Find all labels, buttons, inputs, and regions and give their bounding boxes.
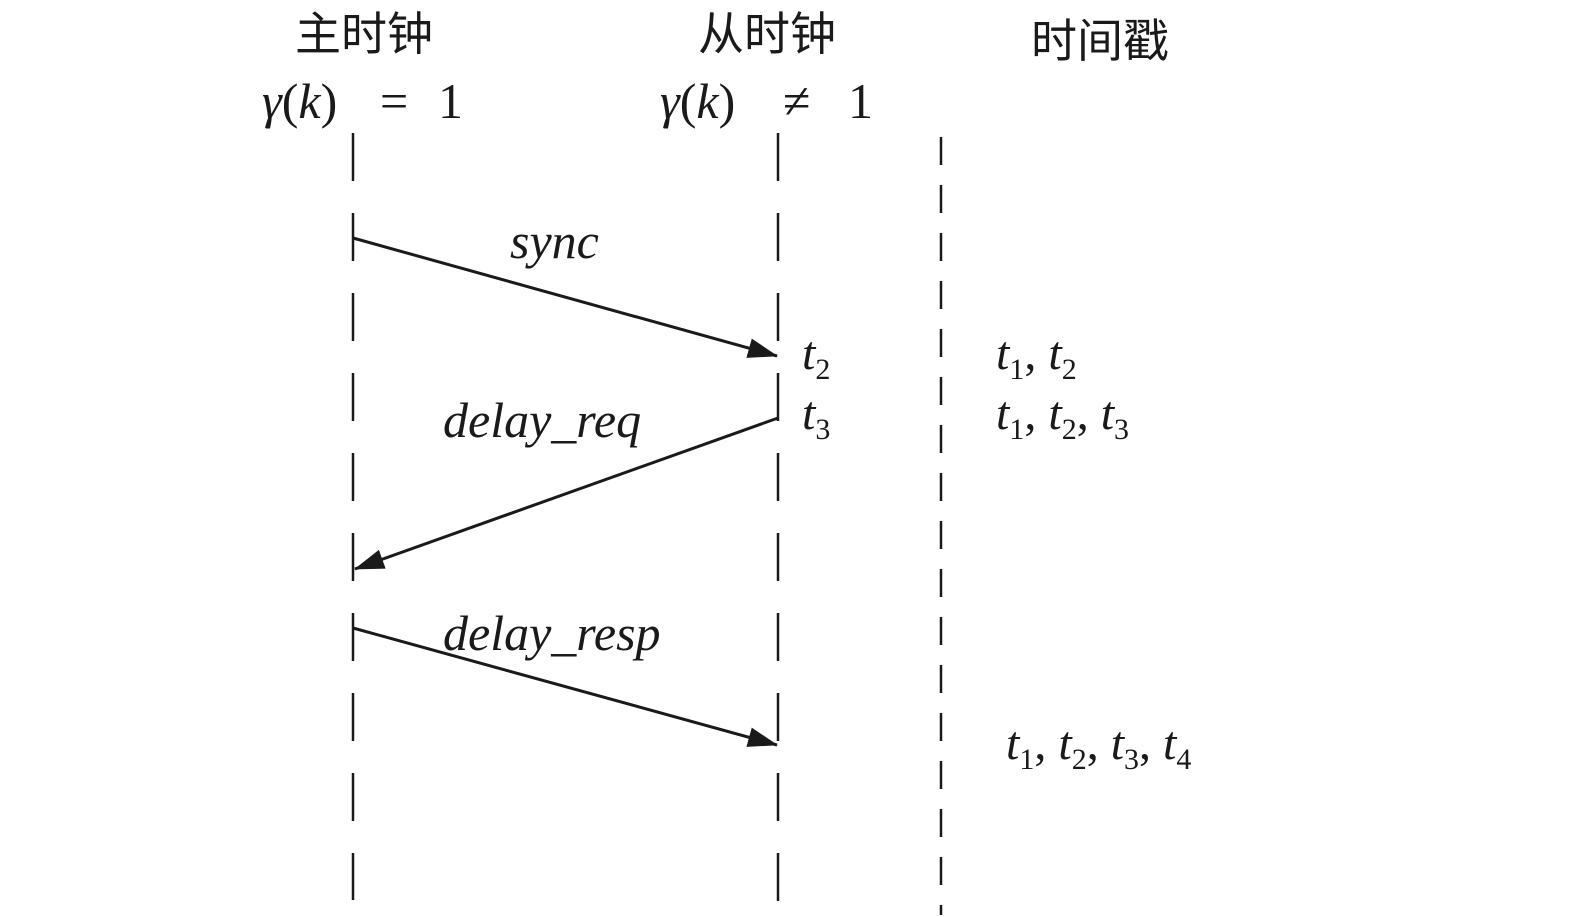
slave-gamma-equation: γ(k) ≠ 1 [660,73,873,129]
slave-clock-title: 从时钟 [698,7,836,61]
delay-resp-label: delay_resp [443,605,661,661]
relation-symbol: = [380,73,408,129]
gamma-symbol: γ [660,73,681,129]
sync-label: sync [510,213,599,269]
gamma-argument: k [696,73,719,129]
delay-req-label: delay_req [443,392,641,448]
delay-resp-arrow [352,626,778,747]
timestamp-set-1: t1, t2 [996,327,1077,386]
timestamp-set-3: t1, t2, t3, t4 [1006,717,1191,776]
svg-text:γ(k): γ(k) [660,73,735,129]
gamma-value: 1 [848,73,873,129]
sync-arrow [352,236,778,358]
gamma-symbol: γ [262,73,283,129]
t3-mark: t3 [802,387,830,446]
timestamp-title: 时间戳 [1031,14,1169,68]
svg-text:γ(k): γ(k) [262,73,337,129]
master-gamma-equation: γ(k) = 1 [262,73,463,129]
t2-mark: t2 [802,327,830,386]
master-clock-title: 主时钟 [295,7,433,61]
gamma-value: 1 [438,73,463,129]
timestamp-set-2: t1, t2, t3 [996,387,1129,446]
delay-req-arrow [354,416,779,571]
relation-symbol: ≠ [783,73,810,129]
gamma-argument: k [298,73,321,129]
